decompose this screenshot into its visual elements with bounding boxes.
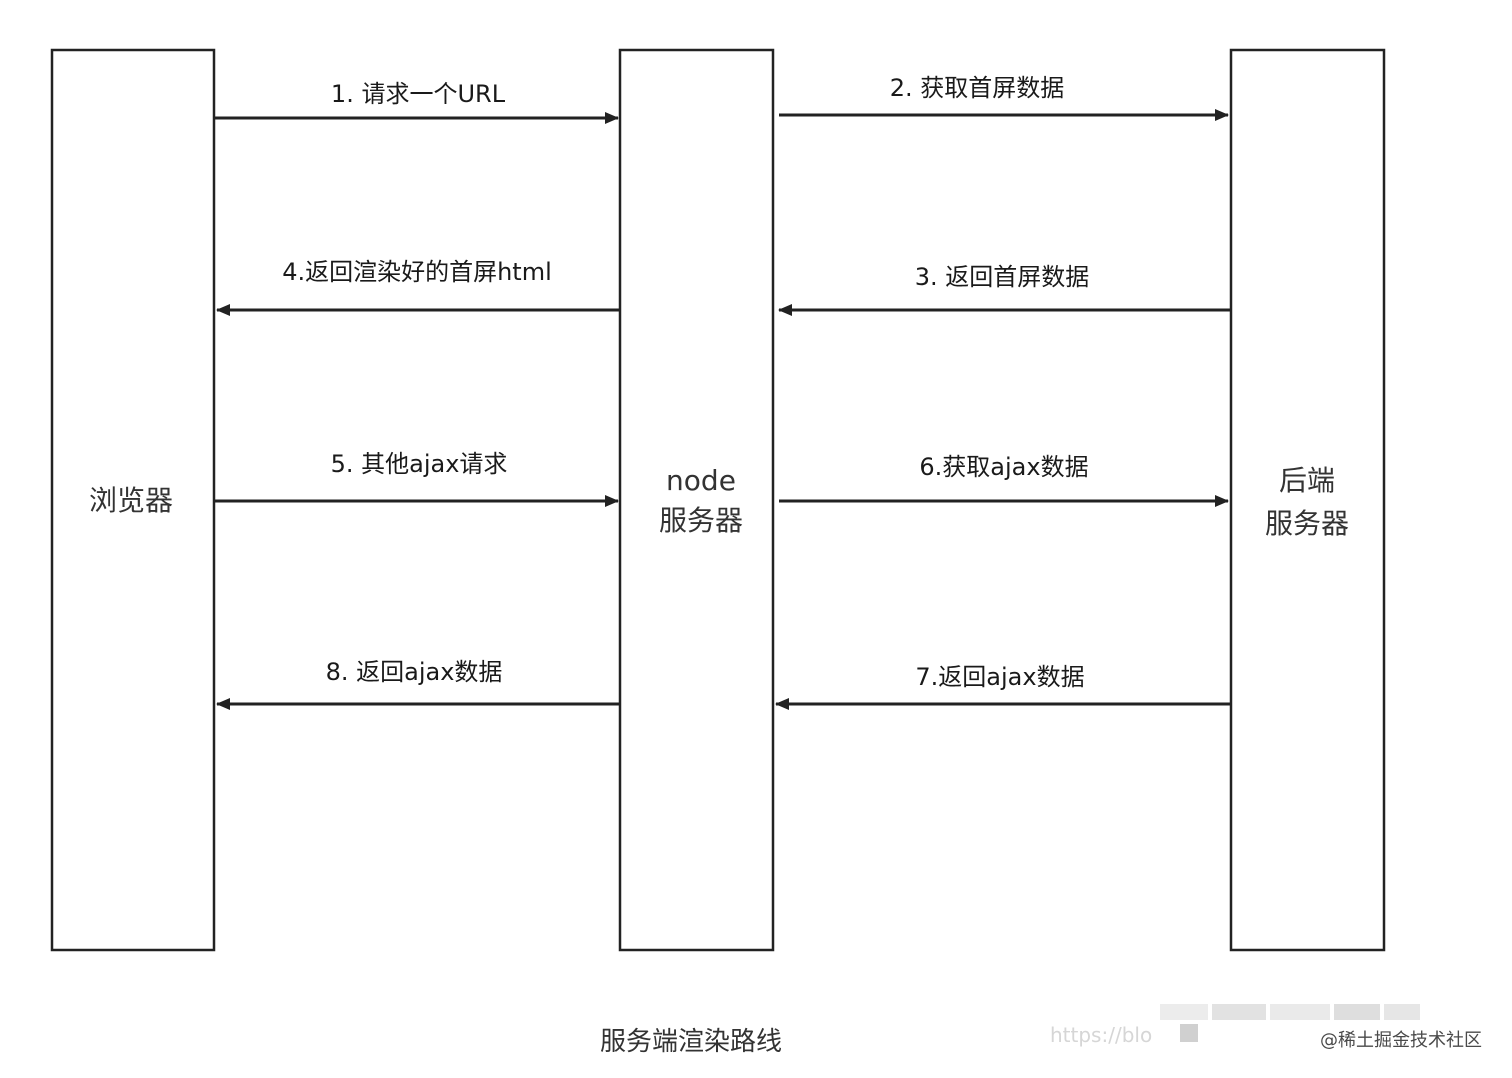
participant-browser-label: 浏览器 <box>89 484 173 517</box>
message-6: 6.获取ajax数据 <box>779 453 1229 507</box>
message-4-label: 4.返回渲染好的首屏html <box>282 258 552 286</box>
participant-backend-server-label-line-2: 服务器 <box>1265 507 1349 540</box>
message-7: 7.返回ajax数据 <box>775 663 1231 710</box>
participant-browser-box <box>50 48 216 952</box>
watermark-faint-url: https://blo <box>1050 1023 1152 1047</box>
message-5: 5. 其他ajax请求 <box>214 450 619 507</box>
message-2-label: 2. 获取首屏数据 <box>890 74 1065 102</box>
participant-node-server-label-line-2: 服务器 <box>659 504 743 537</box>
message-1: 1. 请求一个URL <box>214 80 619 124</box>
watermark-blur-block-2 <box>1212 1004 1266 1020</box>
message-4: 4.返回渲染好的首屏html <box>216 258 620 316</box>
message-1-label: 1. 请求一个URL <box>331 80 506 108</box>
message-8-label: 8. 返回ajax数据 <box>326 658 503 686</box>
participant-browser: 浏览器 <box>50 48 216 952</box>
watermark-text: @稀土掘金技术社区 <box>1320 1030 1482 1051</box>
watermark-blur-block-3 <box>1270 1004 1330 1020</box>
diagram-caption: 服务端渲染路线 <box>600 1027 782 1057</box>
participant-backend-server: 后端 服务器 <box>1229 48 1386 952</box>
message-3: 3. 返回首屏数据 <box>778 263 1231 316</box>
watermark-blur-block-5 <box>1384 1004 1420 1020</box>
message-7-label: 7.返回ajax数据 <box>915 663 1084 691</box>
participant-backend-server-box <box>1229 48 1386 952</box>
participant-node-server: node 服务器 <box>618 48 775 952</box>
message-8: 8. 返回ajax数据 <box>216 658 620 710</box>
watermark: https://blo @稀土掘金技术社区 <box>1050 1004 1482 1051</box>
message-2: 2. 获取首屏数据 <box>779 74 1229 121</box>
watermark-blur-block-4 <box>1334 1004 1380 1020</box>
watermark-blur-block-1 <box>1160 1004 1208 1020</box>
message-6-label: 6.获取ajax数据 <box>919 453 1088 481</box>
watermark-blur-block-6 <box>1180 1024 1198 1042</box>
participant-node-server-box <box>618 48 775 952</box>
participant-backend-server-label-line-1: 后端 <box>1279 464 1335 497</box>
message-5-label: 5. 其他ajax请求 <box>331 450 508 478</box>
message-3-label: 3. 返回首屏数据 <box>915 263 1090 291</box>
participant-node-server-label-line-1: node <box>666 464 736 497</box>
